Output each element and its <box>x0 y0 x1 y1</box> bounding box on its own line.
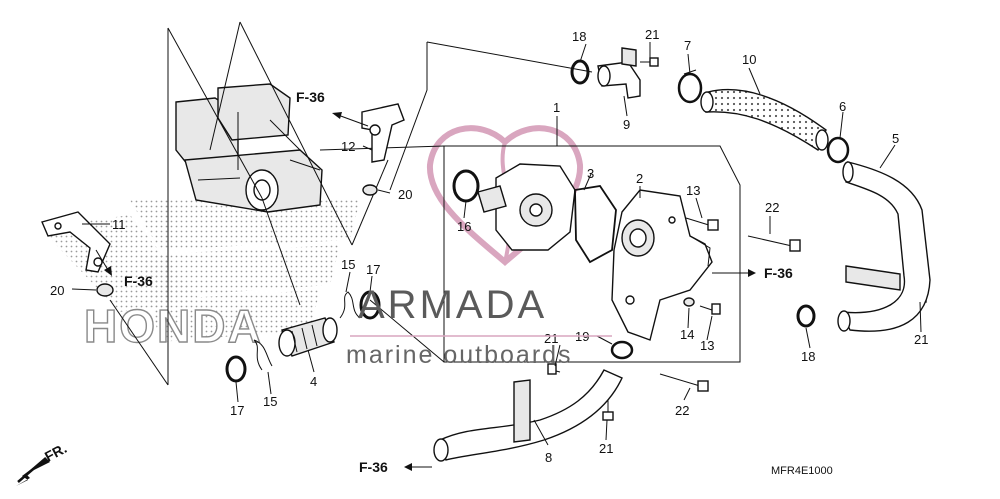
part-20-nut-a <box>362 184 378 196</box>
part-label-13: 13 <box>700 338 714 353</box>
ref-label: F-36 <box>764 265 793 281</box>
ref-label: F-36 <box>296 89 325 105</box>
part-label-21: 21 <box>599 441 613 456</box>
part-label-18: 18 <box>801 349 815 364</box>
part-17-ring-b <box>225 355 247 383</box>
part-label-17: 17 <box>366 262 380 277</box>
part-label-14: 14 <box>680 327 694 342</box>
part-22-bolt-a <box>747 235 801 252</box>
part-label-3: 3 <box>587 166 594 181</box>
part-label-12: 12 <box>341 139 355 154</box>
pump-impeller-housing <box>477 163 576 251</box>
engine-inset <box>175 83 323 213</box>
part-16-o-ring <box>452 169 480 203</box>
part-10-hose <box>700 88 829 152</box>
part-14-washer <box>683 297 695 307</box>
part-label-2: 2 <box>636 171 643 186</box>
part-label-18: 18 <box>572 29 586 44</box>
part-labels: 1 2 3 4 5 6 7 8 9 10 11 12 13 13 14 15 1… <box>50 27 928 465</box>
ref-arrow-f36-bottom: F-36 <box>359 459 432 475</box>
part-label-20: 20 <box>50 283 64 298</box>
part-label-16: 16 <box>457 219 471 234</box>
watermark-brand: ARMADA <box>358 283 547 327</box>
part-11-bracket <box>41 211 111 273</box>
part-label-20: 20 <box>398 187 412 202</box>
part-7-clamp <box>677 69 703 104</box>
part-21-bolt-c <box>547 363 561 375</box>
part-18-o-ring-b <box>796 304 816 328</box>
part-label-17: 17 <box>230 403 244 418</box>
ref-label: F-36 <box>124 273 153 289</box>
part-label-15: 15 <box>341 257 355 272</box>
part-label-22: 22 <box>765 200 779 215</box>
part-5-pipe <box>837 161 931 332</box>
part-21-bolt-d <box>602 400 614 421</box>
part-8-pipe <box>433 369 623 462</box>
part-label-22: 22 <box>675 403 689 418</box>
part-label-7: 7 <box>684 38 691 53</box>
part-22-bolt-b <box>659 373 709 392</box>
watermark-tagline: marine outboards <box>346 341 573 369</box>
part-15-clip-a <box>339 291 361 319</box>
ref-arrow-f36-right: F-36 <box>712 265 793 281</box>
part-label-13: 13 <box>686 183 700 198</box>
part-3-gasket <box>574 185 617 264</box>
part-label-1: 1 <box>553 100 560 115</box>
part-label-6: 6 <box>839 99 846 114</box>
part-label-21: 21 <box>645 27 659 42</box>
part-2-pump-body <box>611 189 713 341</box>
honda-watermark-text: HONDA <box>84 300 263 352</box>
part-label-15: 15 <box>263 394 277 409</box>
part-4-hose <box>278 317 338 357</box>
part-label-5: 5 <box>892 131 899 146</box>
part-21-bolt-a <box>640 57 659 67</box>
part-label-8: 8 <box>545 450 552 465</box>
diagram-code: MFR4E1000 <box>771 465 833 477</box>
inset-guide-lines <box>109 21 389 386</box>
part-15-clip-b <box>253 339 273 371</box>
part-label-4: 4 <box>310 374 317 389</box>
part-13-bolt-b <box>699 303 721 315</box>
armada-watermark: ARMADA marine outboards <box>346 283 612 369</box>
leader-lines <box>71 42 922 446</box>
part-9-elbow-pipe <box>597 47 641 99</box>
ref-arrow-f36-top: F-36 <box>296 89 369 127</box>
front-arrow-icon: FR. <box>16 440 69 486</box>
part-label-21: 21 <box>544 331 558 346</box>
part-6-clamp <box>826 136 850 164</box>
part-label-11: 11 <box>112 217 126 232</box>
part-12-bracket <box>361 103 405 163</box>
part-20-nut-b <box>96 283 114 297</box>
assembly-frame <box>319 41 741 363</box>
part-label-9: 9 <box>623 117 630 132</box>
part-18-o-ring-a <box>570 59 590 85</box>
part-19-o-ring <box>610 340 634 360</box>
part-label-10: 10 <box>742 52 756 67</box>
part-label-21: 21 <box>914 332 928 347</box>
ref-label: F-36 <box>359 459 388 475</box>
ref-arrow-f36-left: F-36 <box>95 249 153 289</box>
part-13-bolt-a <box>685 217 719 231</box>
